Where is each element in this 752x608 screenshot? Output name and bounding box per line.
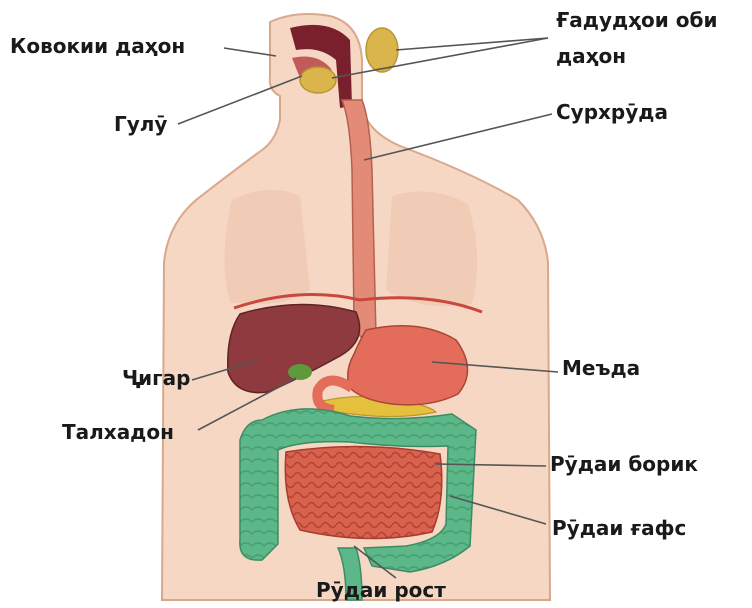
right-lung	[386, 192, 477, 307]
label-large-intestine: Рӯдаи ғафс	[552, 516, 686, 541]
gallbladder	[288, 364, 312, 380]
label-esophagus: Сурхрӯда	[556, 100, 668, 125]
left-lung	[224, 190, 310, 304]
stomach	[348, 326, 468, 405]
salivary-gland-lower	[300, 67, 336, 93]
label-salivary-line1: Ғадудҳои оби	[556, 8, 717, 33]
label-gallbladder: Талхадон	[62, 420, 174, 445]
label-liver: Ҷигар	[122, 366, 190, 391]
leader-mouth	[224, 48, 276, 56]
label-stomach: Меъда	[562, 356, 640, 381]
label-rectum: Рӯдаи рост	[316, 578, 446, 603]
leader-salivary-upper	[396, 38, 548, 50]
leader-esophagus	[364, 114, 552, 160]
label-salivary-line2: даҳон	[556, 44, 626, 69]
label-small-intestine: Рӯдаи борик	[550, 452, 698, 477]
leader-salivary-lower	[332, 38, 548, 78]
label-pharynx: Гулӯ	[114, 112, 167, 137]
salivary-gland-upper	[366, 28, 398, 72]
label-mouth: Ковокии даҳон	[10, 34, 185, 59]
small-intestine-texture	[285, 446, 442, 538]
